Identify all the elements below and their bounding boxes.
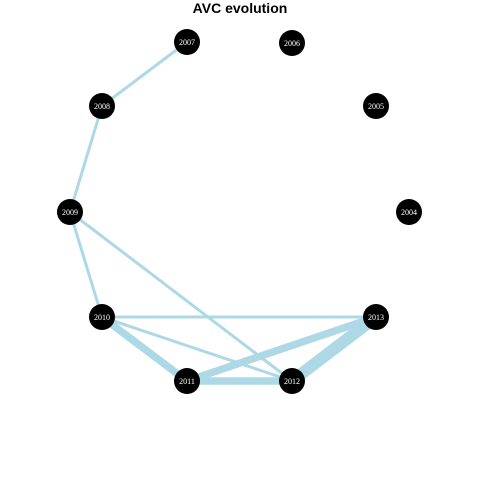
node-label: 2012 (284, 377, 300, 386)
node-circle (279, 368, 305, 394)
node-2013: 2013 (363, 304, 389, 330)
node-label: 2006 (284, 39, 300, 48)
node-2007: 2007 (174, 29, 200, 55)
edge-2010-2011 (99, 314, 190, 384)
node-2008: 2008 (89, 93, 115, 119)
edge-2011-2013 (185, 313, 378, 385)
node-circle (396, 199, 422, 225)
node-2005: 2005 (363, 93, 389, 119)
edge-2010-2012 (101, 315, 293, 383)
node-circle (174, 29, 200, 55)
node-label: 2008 (94, 102, 110, 111)
edge-2007-2008 (101, 40, 188, 108)
node-2009: 2009 (57, 199, 83, 225)
edge-2009-2010 (68, 211, 104, 318)
node-label: 2013 (368, 313, 384, 322)
node-2010: 2010 (89, 304, 115, 330)
node-label: 2007 (179, 38, 195, 47)
node-circle (57, 199, 83, 225)
node-circle (363, 93, 389, 119)
node-label: 2004 (401, 208, 417, 217)
node-label: 2009 (62, 208, 78, 217)
node-label: 2011 (179, 377, 195, 386)
edge-2009-2012 (69, 210, 293, 383)
node-2006: 2006 (279, 30, 305, 56)
node-2011: 2011 (174, 368, 200, 394)
node-circle (174, 368, 200, 394)
edge-layer (68, 40, 380, 386)
node-circle (363, 304, 389, 330)
edge-2012-2013 (288, 312, 380, 386)
node-2004: 2004 (396, 199, 422, 225)
edge-2008-2009 (68, 105, 104, 213)
node-label: 2010 (94, 313, 110, 322)
node-layer: 2004 2005 2006 2007 2008 2009 2010 2011 2012 2013 (57, 29, 422, 394)
node-circle (279, 30, 305, 56)
node-label: 2005 (368, 102, 384, 111)
node-circle (89, 93, 115, 119)
diagram-title: AVC evolution (192, 0, 288, 16)
node-2012: 2012 (279, 368, 305, 394)
node-circle (89, 304, 115, 330)
